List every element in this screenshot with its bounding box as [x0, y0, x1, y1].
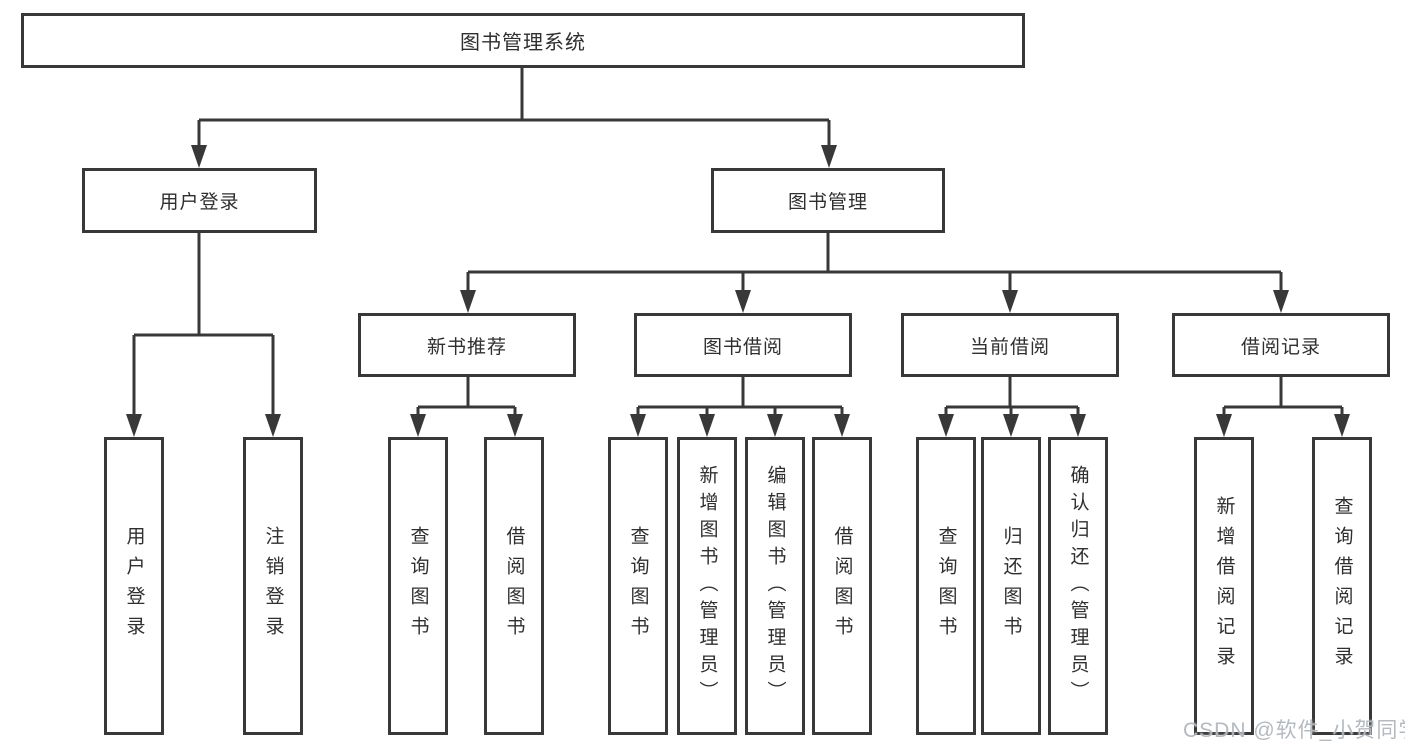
leaf-query-borrow-record: 查询借阅记录: [1312, 437, 1372, 735]
node-label: 图书管理: [787, 192, 868, 213]
node-label: 新书推荐: [426, 336, 507, 358]
leaf-label: 借阅图书: [831, 526, 853, 646]
leaf-label: 归还图书: [1000, 526, 1022, 646]
leaf-label: 编辑图书（管理员）: [764, 464, 786, 708]
leaf-label: 查询图书: [407, 526, 429, 646]
node-label: 用户登录: [159, 192, 240, 213]
leaf-user-login: 用户登录: [104, 437, 164, 735]
leaf-label: 新增图书（管理员）: [696, 464, 718, 708]
node-label: 当前借阅: [969, 336, 1050, 358]
node-borrowing-records: 借阅记录: [1172, 313, 1390, 377]
node-book-management: 图书管理: [711, 168, 945, 233]
leaf-edit-books-admin: 编辑图书（管理员）: [745, 437, 805, 735]
leaf-query-books-current: 查询图书: [916, 437, 976, 735]
leaf-label: 查询图书: [627, 526, 649, 646]
leaf-add-books-admin: 新增图书（管理员）: [677, 437, 737, 735]
leaf-label: 查询借阅记录: [1331, 496, 1353, 676]
node-user-login: 用户登录: [82, 168, 317, 233]
leaf-query-books-borrowing: 查询图书: [608, 437, 668, 735]
node-label: 图书管理系统: [460, 32, 586, 54]
leaf-borrow-books: 借阅图书: [812, 437, 872, 735]
node-library-management-system: 图书管理系统: [21, 13, 1025, 68]
csdn-watermark: CSDN @软件_小贺同学: [1183, 719, 1405, 742]
leaf-label: 确认归还（管理员）: [1067, 464, 1089, 708]
leaf-logout: 注销登录: [243, 437, 303, 735]
leaf-add-borrow-record: 新增借阅记录: [1194, 437, 1254, 735]
leaf-label: 用户登录: [123, 526, 145, 646]
node-new-book-recommendation: 新书推荐: [358, 313, 576, 377]
leaf-query-books-recommend: 查询图书: [388, 437, 448, 735]
leaf-label: 查询图书: [935, 526, 957, 646]
leaf-confirm-return-admin: 确认归还（管理员）: [1048, 437, 1108, 735]
node-label: 图书借阅: [702, 336, 783, 358]
leaf-label: 借阅图书: [503, 526, 525, 646]
node-label: 借阅记录: [1240, 336, 1321, 358]
node-book-borrowing: 图书借阅: [634, 313, 852, 377]
node-current-borrowing: 当前借阅: [901, 313, 1119, 377]
leaf-borrow-books-recommend: 借阅图书: [484, 437, 544, 735]
leaf-label: 注销登录: [262, 526, 284, 646]
leaf-return-books: 归还图书: [981, 437, 1041, 735]
leaf-label: 新增借阅记录: [1213, 496, 1235, 676]
